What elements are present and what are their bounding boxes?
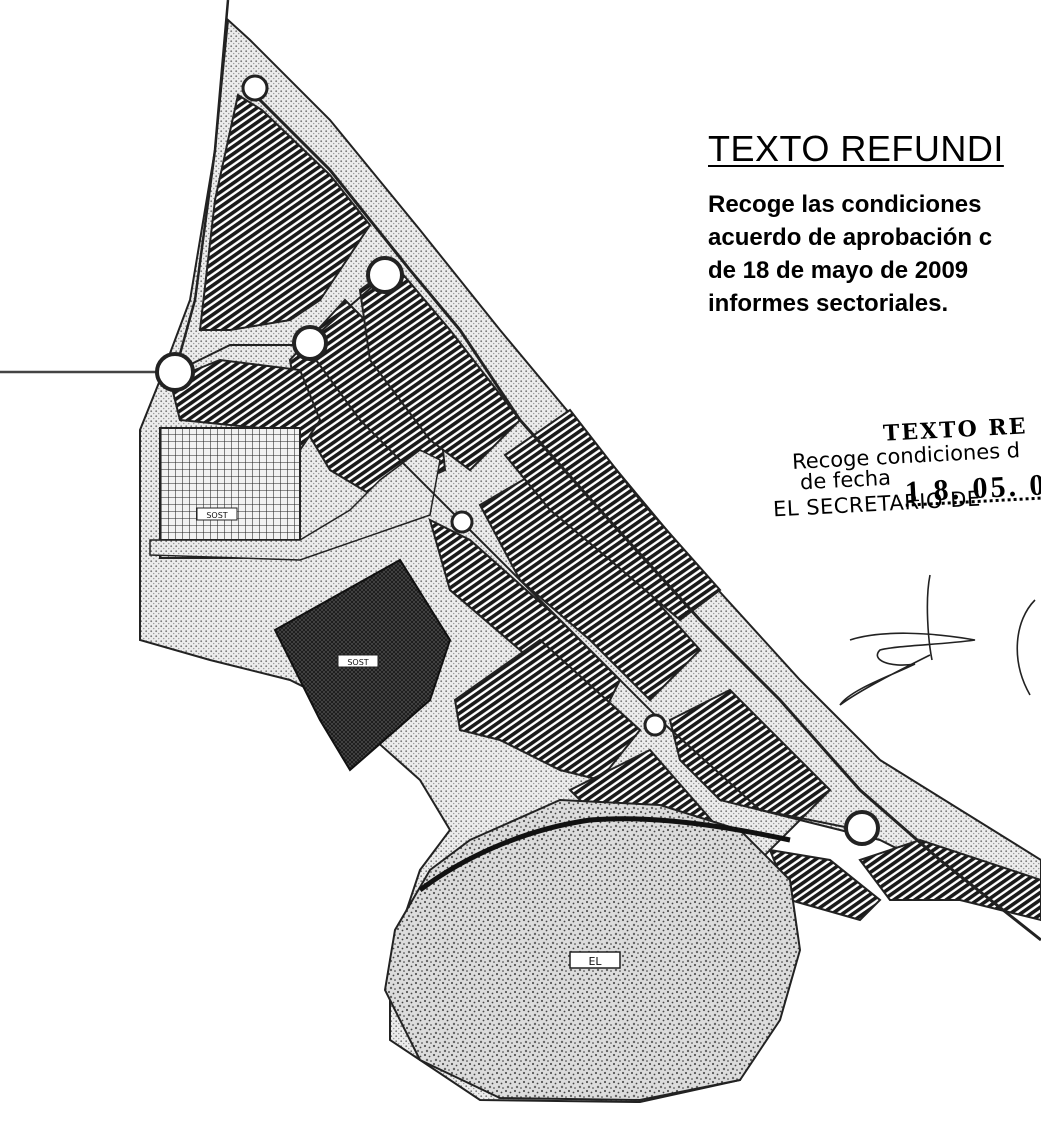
label-box-park xyxy=(569,951,621,969)
roundabout-mid xyxy=(292,325,328,361)
road-north xyxy=(173,0,230,373)
road-main xyxy=(248,88,1041,942)
roundabout-southeast xyxy=(844,810,880,846)
parcel-grid-dotted xyxy=(149,449,441,561)
parcel-south-2 xyxy=(668,688,832,822)
parcel-north xyxy=(198,93,372,331)
parcel-south-park xyxy=(383,798,802,1102)
label-box-north xyxy=(196,507,238,521)
map-label-south-park: EL xyxy=(588,955,602,968)
page-heading: TEXTO REFUNDI xyxy=(708,128,1004,169)
parcel-central-1 xyxy=(358,263,522,472)
roundabout-north xyxy=(241,74,269,102)
stamp-line: de fecha xyxy=(799,465,892,495)
roundabout-center xyxy=(450,510,474,534)
approval-note-line: Recoge las condiciones xyxy=(708,191,982,218)
parcel-grid xyxy=(159,427,301,559)
road-inner xyxy=(304,344,861,831)
roundabout-west xyxy=(155,352,195,392)
approval-note-line: acuerdo de aprobación c xyxy=(708,224,993,251)
road-link xyxy=(174,279,381,373)
map-label-east-parcel: SOST xyxy=(347,658,368,667)
signature-graphic xyxy=(839,574,1036,706)
approval-note: Recoge las condiciones acuerdo de aproba… xyxy=(708,188,992,320)
approval-note-line: de 18 de mayo de 2009 xyxy=(708,257,969,284)
parcel-east-tip xyxy=(858,838,1041,922)
parcel-south-1 xyxy=(453,638,642,782)
roundabout-east xyxy=(366,256,404,294)
map-label-north-parcel: SOST xyxy=(206,511,227,520)
roundabout-south xyxy=(643,713,667,737)
label-box-east xyxy=(337,654,379,668)
approval-note-line: informes sectoriales. xyxy=(708,290,949,317)
park-stream xyxy=(418,816,791,893)
